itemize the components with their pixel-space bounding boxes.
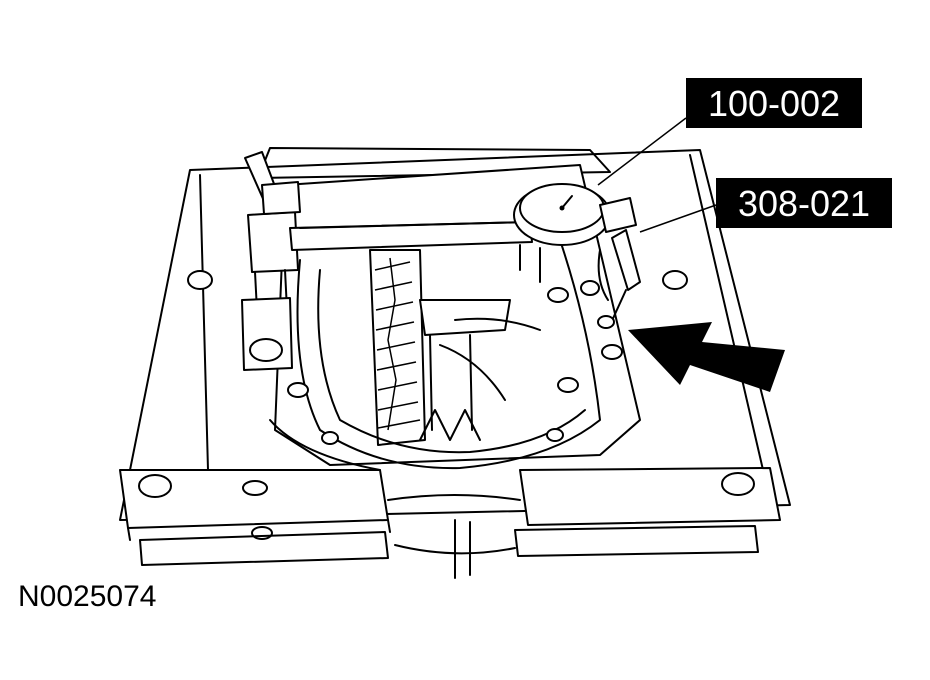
callout-308-021: 308-021 (716, 178, 892, 228)
leader-lines (597, 117, 717, 233)
housing-bolts (187, 270, 688, 445)
magnetic-base-stand (241, 151, 301, 371)
pinion-gear (419, 299, 541, 441)
figure-id: N0025074 (18, 580, 157, 613)
indicator-arm (289, 221, 533, 251)
callout-label: 100-002 (708, 83, 840, 124)
front-yoke (387, 494, 521, 579)
ring-gear (369, 249, 426, 446)
pointer-arrow (628, 322, 785, 392)
clamp-bar-left (119, 469, 391, 566)
callout-label: 308-021 (738, 183, 870, 224)
callout-100-002: 100-002 (686, 78, 862, 128)
tool-308-021 (597, 229, 641, 329)
dial-indicator (513, 183, 637, 283)
clamp-bar-right (514, 467, 781, 557)
